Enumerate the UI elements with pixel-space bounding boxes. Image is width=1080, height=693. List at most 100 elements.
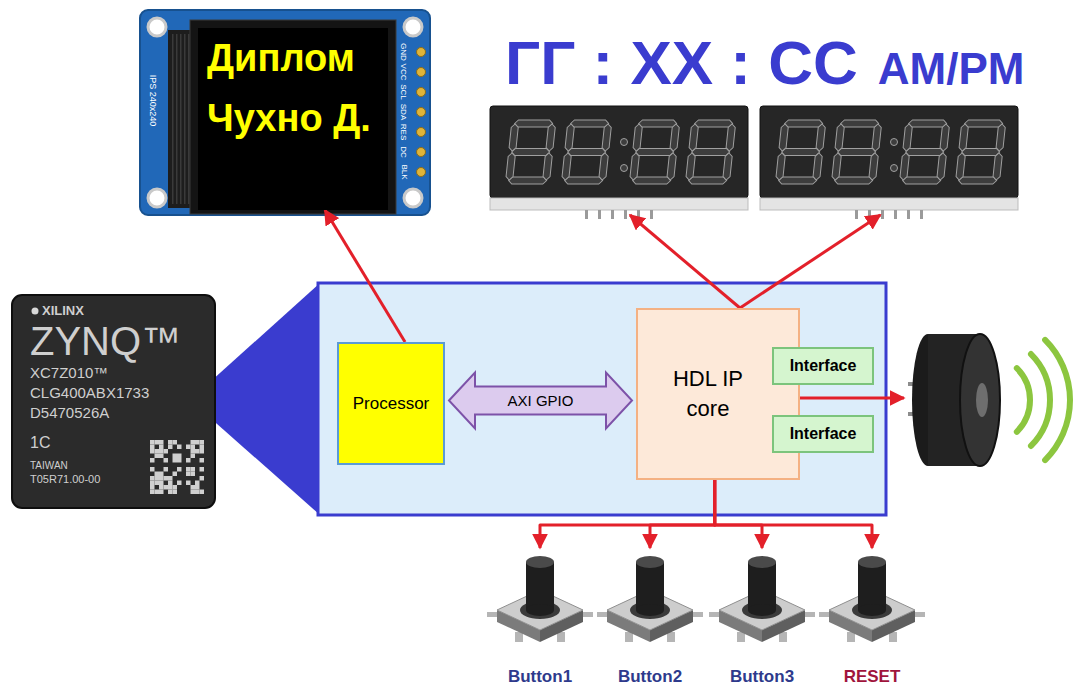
edge-label: AXI GPIO (506, 392, 576, 410)
seven-segment-digit (505, 120, 556, 184)
push-button: Button1 (485, 548, 595, 690)
qr-cell (173, 485, 178, 490)
header-pin (417, 128, 426, 137)
qr-cell (186, 467, 191, 472)
qr-cell (200, 440, 205, 445)
buzzer (908, 334, 1070, 466)
led-segment (905, 149, 944, 156)
led-segment (543, 153, 553, 180)
tactile-switch (817, 548, 927, 652)
mounting-hole (148, 18, 166, 36)
led-segment (958, 177, 997, 184)
qr-cell (155, 440, 160, 445)
qr-cell (200, 449, 205, 454)
label-holder: IPS 240x240 (147, 74, 158, 126)
pin-label: GND (398, 43, 408, 61)
qr-cell (177, 458, 182, 463)
clock-format-text: ГГ : ХХ : СС (505, 32, 858, 94)
led-segment (908, 120, 947, 127)
signal-arrow (325, 210, 405, 342)
led-segment (546, 124, 556, 151)
sound-wave (1031, 354, 1050, 446)
led-segment (726, 124, 736, 151)
cap-top (526, 556, 554, 568)
box-label: Interface (790, 424, 857, 444)
button-label: RESET (844, 667, 901, 687)
qr-cell (173, 472, 178, 477)
display-pin (868, 210, 871, 219)
cap-body (858, 562, 886, 610)
colon-dot (621, 139, 628, 146)
qr-cell (195, 440, 200, 445)
led-segment (686, 153, 696, 180)
chip-marking: D5470526A (30, 403, 215, 423)
led-segment (872, 124, 882, 151)
led-segment (691, 149, 730, 156)
led-segment (514, 120, 553, 127)
qr-cell (186, 472, 191, 477)
ip-core-box: HDL IP coreInterfaceInterface (636, 308, 800, 480)
qr-cell (177, 454, 182, 459)
qr-cell (150, 467, 155, 472)
led-segment (835, 124, 845, 151)
ribbon-trace (188, 34, 190, 204)
led-segment (837, 149, 876, 156)
chip-marking: XILINX (42, 303, 215, 319)
led-segment (816, 124, 826, 151)
cap-body (748, 562, 776, 610)
qr-cell (164, 449, 169, 454)
mounting-hole (148, 189, 166, 207)
cap-bottom (636, 604, 664, 616)
screen-text: Чухно Д. (207, 88, 388, 148)
button-label: Button3 (730, 667, 794, 687)
qr-cell (191, 454, 196, 459)
qr-cell (195, 449, 200, 454)
button-label: Button1 (508, 667, 572, 687)
qr-cell (150, 440, 155, 445)
display-pin (585, 210, 588, 219)
seven-segment-digit (561, 120, 612, 184)
seven-segment-digit (629, 120, 680, 184)
qr-cell (164, 458, 169, 463)
qr-cell (177, 467, 182, 472)
edge-label-holder: AXI GPIO (506, 392, 576, 410)
led-segment (961, 149, 1000, 156)
led-segment (633, 124, 643, 151)
display-pin (881, 210, 884, 219)
led-segment (903, 124, 913, 151)
cap-top (858, 556, 886, 568)
header-pin (417, 168, 426, 177)
qr-cell (195, 481, 200, 486)
qr-cell (155, 449, 160, 454)
colon-dot (621, 165, 628, 172)
qr-cell (173, 454, 178, 459)
display-body (490, 106, 748, 198)
seven-segment-digit (831, 120, 882, 184)
push-button: Button3 (707, 548, 817, 690)
display-base (760, 198, 1018, 210)
screen-text: Диплом (207, 28, 388, 88)
led-segment (964, 120, 1003, 127)
qr-cell (173, 490, 178, 495)
header-pin (417, 148, 426, 157)
cap-bottom (858, 604, 886, 616)
led-segment (940, 124, 950, 151)
clock-display: ГГ : ХХ : ССAM/PM (488, 18, 1070, 215)
qr-cell (177, 445, 182, 450)
qr-cell (155, 476, 160, 481)
qr-cell (155, 472, 160, 477)
qr-cell (195, 490, 200, 495)
led-segment (565, 124, 575, 151)
qr-cell (150, 476, 155, 481)
ribbon-trace (172, 34, 174, 204)
chip-marking: XC7Z010™ (30, 363, 215, 383)
seven-segment-display (490, 106, 748, 219)
led-segment (993, 153, 1003, 180)
cap-top (748, 556, 776, 568)
qr-cell (155, 481, 160, 486)
display-pin (855, 210, 858, 219)
qr-cell (191, 490, 196, 495)
label-holder: VCC (398, 64, 408, 81)
qr-cell (200, 458, 205, 463)
qr-cell (159, 454, 164, 459)
